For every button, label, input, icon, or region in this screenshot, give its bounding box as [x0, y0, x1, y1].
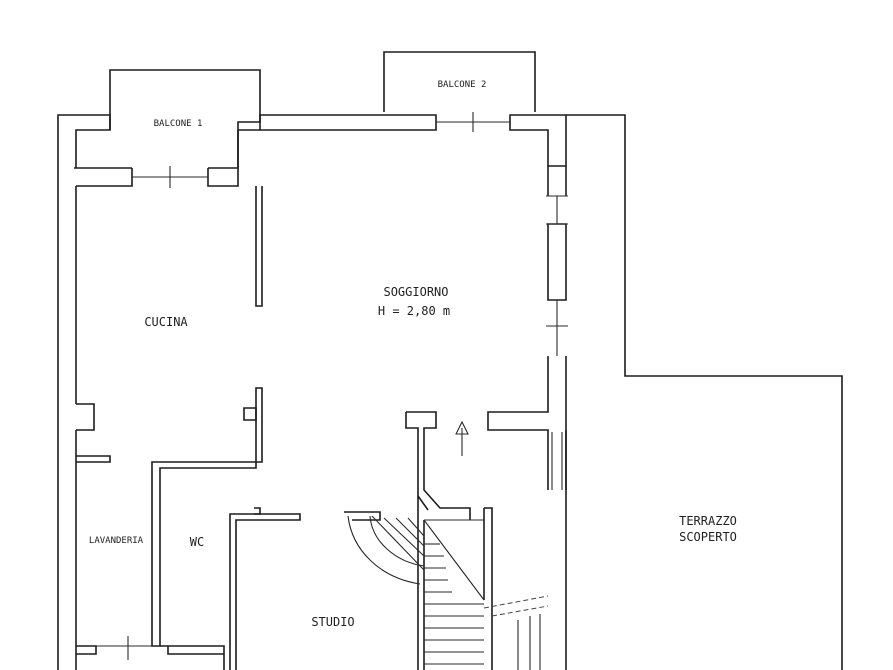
studio-label: STUDIO — [311, 615, 354, 629]
lavanderia-label: LAVANDERIA — [89, 536, 144, 546]
terrazzo-label-line-1: TERRAZZO — [679, 514, 737, 528]
soggiorno-height-label: H = 2,80 m — [378, 304, 450, 318]
soggiorno-label: SOGGIORNO — [383, 285, 448, 299]
terrazzo-label-line-2: SCOPERTO — [679, 530, 737, 544]
balcone-2-outline — [383, 51, 536, 112]
exterior-walls — [57, 114, 843, 670]
balcone-1-label: BALCONE 1 — [154, 119, 203, 129]
wc-label: WC — [190, 535, 204, 549]
cucina-label: CUCINA — [144, 315, 188, 329]
staircase — [344, 420, 549, 670]
balcone-2-label: BALCONE 2 — [438, 80, 487, 90]
interior-walls — [76, 186, 493, 670]
window-symbols — [96, 112, 568, 660]
